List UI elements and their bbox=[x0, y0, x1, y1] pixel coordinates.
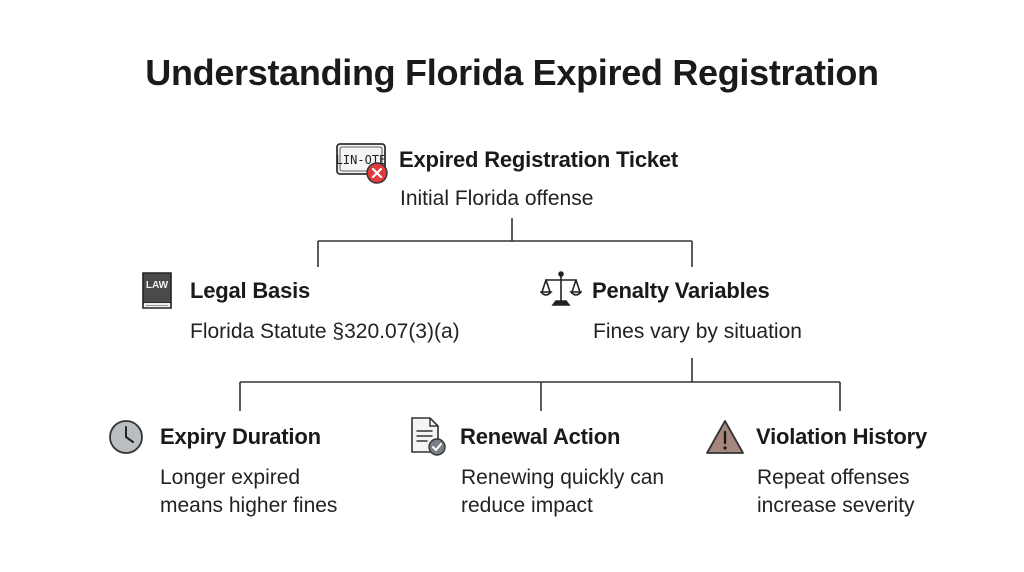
description-line: reduce impact bbox=[461, 494, 593, 517]
law-book-icon: LAW bbox=[142, 272, 172, 309]
node-label: Violation History bbox=[756, 424, 927, 449]
clock-icon bbox=[109, 420, 143, 454]
scales-icon bbox=[540, 271, 582, 306]
node-description: Renewing quickly can reduce impact bbox=[461, 464, 664, 520]
node-label: Expired Registration Ticket bbox=[399, 147, 679, 172]
node-description: Longer expired means higher fines bbox=[160, 464, 337, 520]
diagram-title: Understanding Florida Expired Registrati… bbox=[145, 52, 879, 93]
description-line: Longer expired bbox=[160, 466, 301, 489]
document-check-icon bbox=[411, 417, 446, 456]
node-description: Florida Statute §320.07(3)(a) bbox=[190, 320, 460, 343]
node-label: Renewal Action bbox=[460, 424, 621, 449]
node-label: Legal Basis bbox=[190, 278, 311, 303]
node-description: Fines vary by situation bbox=[593, 320, 802, 343]
node-label: Penalty Variables bbox=[592, 278, 770, 303]
license-plate-error-icon: LIN-OTE bbox=[336, 143, 388, 184]
warning-icon bbox=[706, 420, 744, 454]
description-line: increase severity bbox=[757, 494, 915, 517]
node-description: Initial Florida offense bbox=[400, 187, 594, 210]
node-description: Repeat offenses increase severity bbox=[757, 464, 915, 520]
description-line: means higher fines bbox=[160, 494, 338, 517]
node-label: Expiry Duration bbox=[160, 424, 321, 449]
description-line: Renewing quickly can bbox=[461, 466, 665, 489]
svg-text:LAW: LAW bbox=[146, 280, 169, 291]
description-line: Repeat offenses bbox=[757, 466, 910, 489]
